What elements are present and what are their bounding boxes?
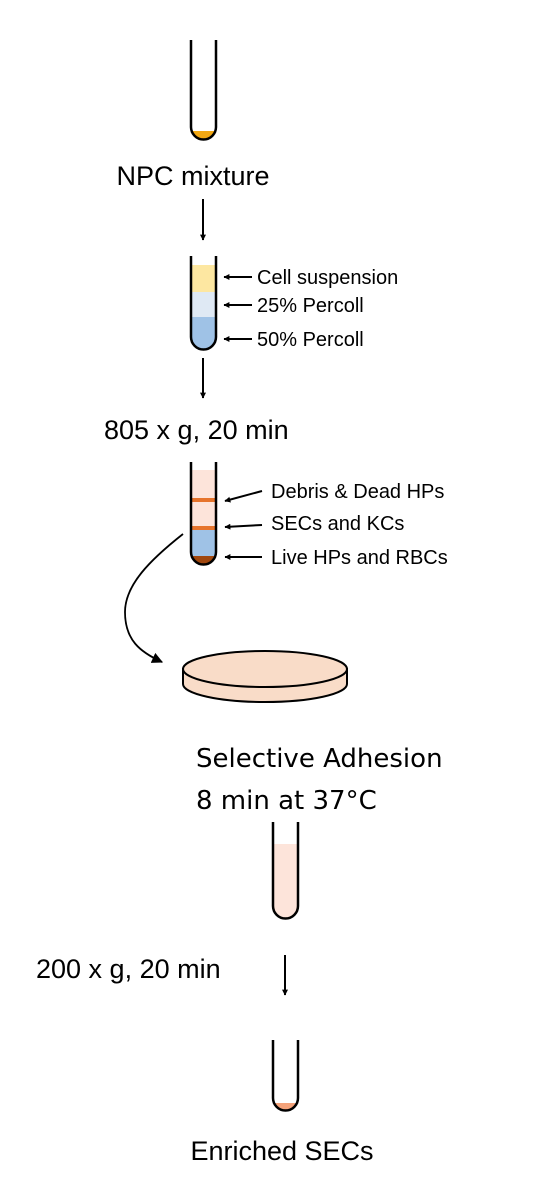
npc-pellet: [191, 131, 216, 140]
live-hps-label: Live HPs and RBCs: [271, 547, 448, 569]
secs-kcs-band: [191, 526, 216, 530]
secs-pellet: [273, 1103, 298, 1111]
cell-suspension-layer: [191, 265, 216, 292]
percoll-50-layer: [191, 317, 216, 350]
supernatant-tube: [271, 822, 300, 920]
centrifuge-1-label: 805 x g, 20 min: [104, 415, 289, 445]
pointer-secs-kcs: [224, 523, 263, 530]
debris-label: Debris & Dead HPs: [271, 481, 444, 503]
percoll-gradient-tube: [189, 256, 218, 351]
npc-mixture-tube: [189, 40, 218, 141]
centrifuge-2-label: 200 x g, 20 min: [36, 954, 221, 984]
culture-dish: [182, 650, 348, 703]
enriched-secs-label: Enriched SECs: [190, 1136, 373, 1166]
percoll-50-label: 50% Percoll: [257, 329, 364, 351]
cell-suspension-label: Cell suspension: [257, 267, 398, 289]
adhesion-conditions-label: 8 min at 37°C: [196, 786, 377, 816]
secs-kcs-label: SECs and KCs: [271, 513, 404, 535]
percoll-25-layer: [191, 292, 216, 317]
dish-rim: [182, 650, 348, 688]
live-hps-pellet: [191, 556, 216, 565]
selective-adhesion-label: Selective Adhesion: [196, 744, 443, 774]
supernatant-fill: [273, 844, 298, 919]
debris-band: [191, 498, 216, 502]
separated-tube: [189, 462, 218, 566]
enriched-secs-tube: [271, 1040, 300, 1112]
transfer-arrow: [124, 533, 184, 663]
percoll-25-label: 25% Percoll: [257, 295, 364, 317]
npc-mixture-label: NPC mixture: [116, 161, 269, 191]
pointer-debris: [224, 490, 263, 503]
